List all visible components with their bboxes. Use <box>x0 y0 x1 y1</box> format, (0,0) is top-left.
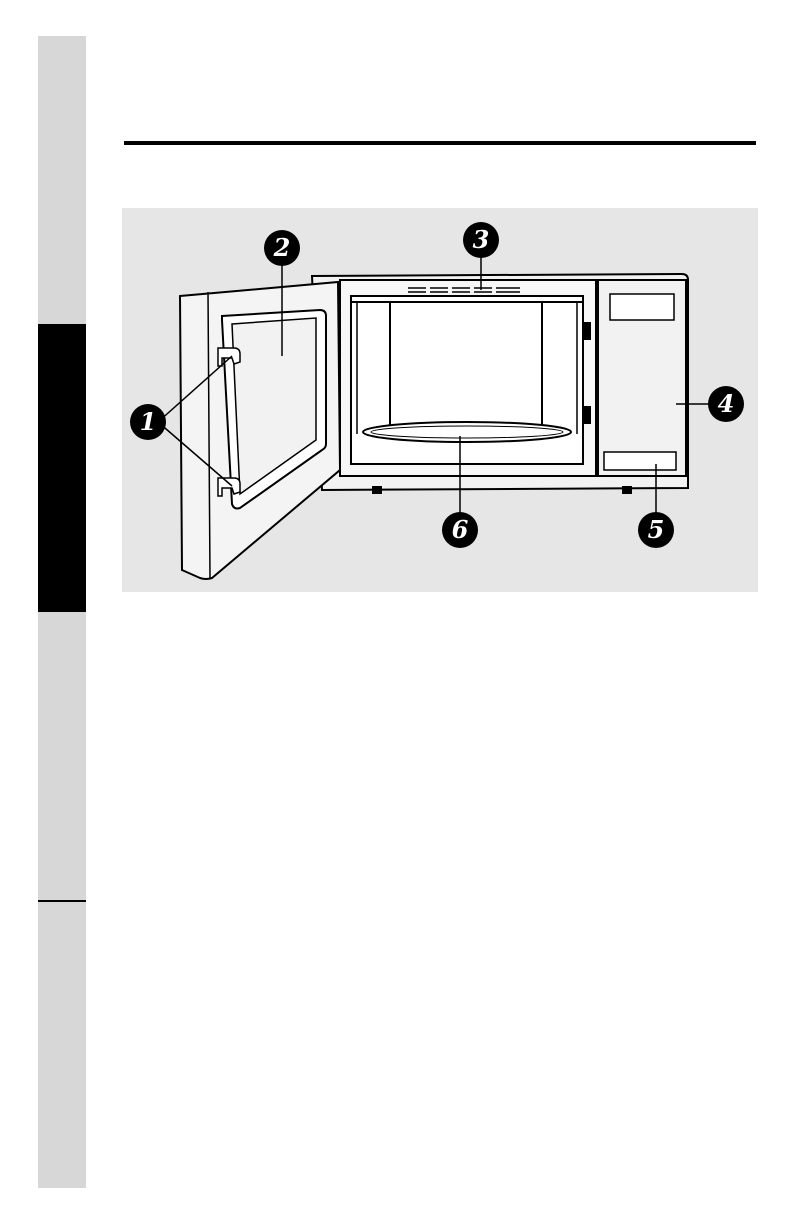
section-tabs-sidebar <box>38 36 86 1188</box>
microwave-diagram-figure: 1 2 3 4 5 6 <box>122 208 758 592</box>
callout-6-number: 6 <box>452 515 469 544</box>
callout-3-number: 3 <box>473 225 490 254</box>
callout-badge-1: 1 <box>130 404 166 440</box>
callout-1-number: 1 <box>140 407 157 436</box>
section-tab-2-active[interactable] <box>38 324 86 612</box>
section-tab-4[interactable] <box>38 902 86 1188</box>
callout-badge-5: 5 <box>638 512 674 548</box>
microwave-illustration: 1 2 3 4 5 6 <box>122 208 758 592</box>
oven-foot-right <box>622 486 632 494</box>
callout-4-number: 4 <box>718 389 735 418</box>
callout-badge-6: 6 <box>442 512 478 548</box>
nameplate-label <box>604 452 676 470</box>
oven-foot-left <box>372 486 382 494</box>
callout-badge-2: 2 <box>264 230 300 266</box>
callout-badge-3: 3 <box>463 222 499 258</box>
section-heading-rule <box>124 141 756 145</box>
callout-5-number: 5 <box>648 515 665 544</box>
section-tab-1[interactable] <box>38 36 86 324</box>
display-window <box>610 294 674 320</box>
section-tab-3[interactable] <box>38 612 86 900</box>
callout-2-number: 2 <box>273 233 291 262</box>
latch-receiver-bottom <box>584 406 591 424</box>
latch-receiver-top <box>584 322 591 340</box>
cavity-back-wall <box>390 302 542 434</box>
callout-badge-4: 4 <box>708 386 744 422</box>
turntable-glass <box>363 422 571 442</box>
